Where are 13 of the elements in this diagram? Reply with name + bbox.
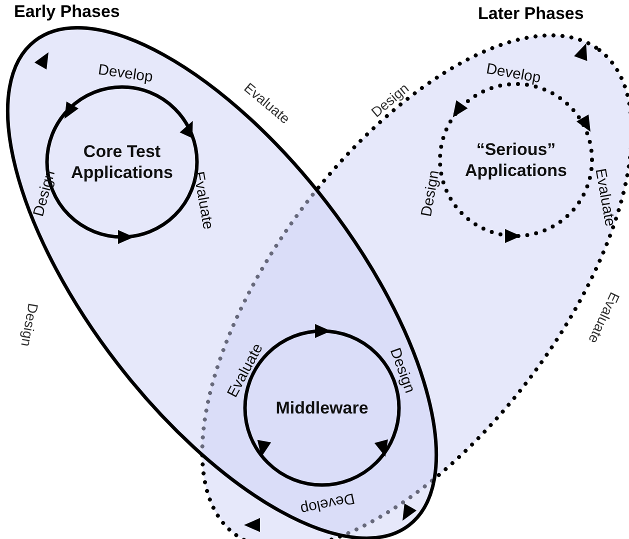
- phase-label: Develop: [484, 60, 542, 86]
- phase-label: Design: [18, 302, 42, 348]
- cycle-title: “Serious” Applications: [464, 138, 568, 182]
- phase-label: Design: [386, 345, 418, 395]
- phase-heading: Early Phases: [14, 2, 120, 22]
- phase-label: Design: [417, 168, 442, 218]
- phase-label: Develop: [298, 488, 356, 518]
- phase-heading: Later Phases: [478, 4, 584, 24]
- phase-label: Evaluate: [190, 170, 217, 230]
- phase-label: Design: [30, 168, 58, 218]
- cycle-title: Middleware: [274, 397, 370, 419]
- phase-label: Evaluate: [592, 166, 619, 228]
- phase-label: Develop: [96, 60, 154, 86]
